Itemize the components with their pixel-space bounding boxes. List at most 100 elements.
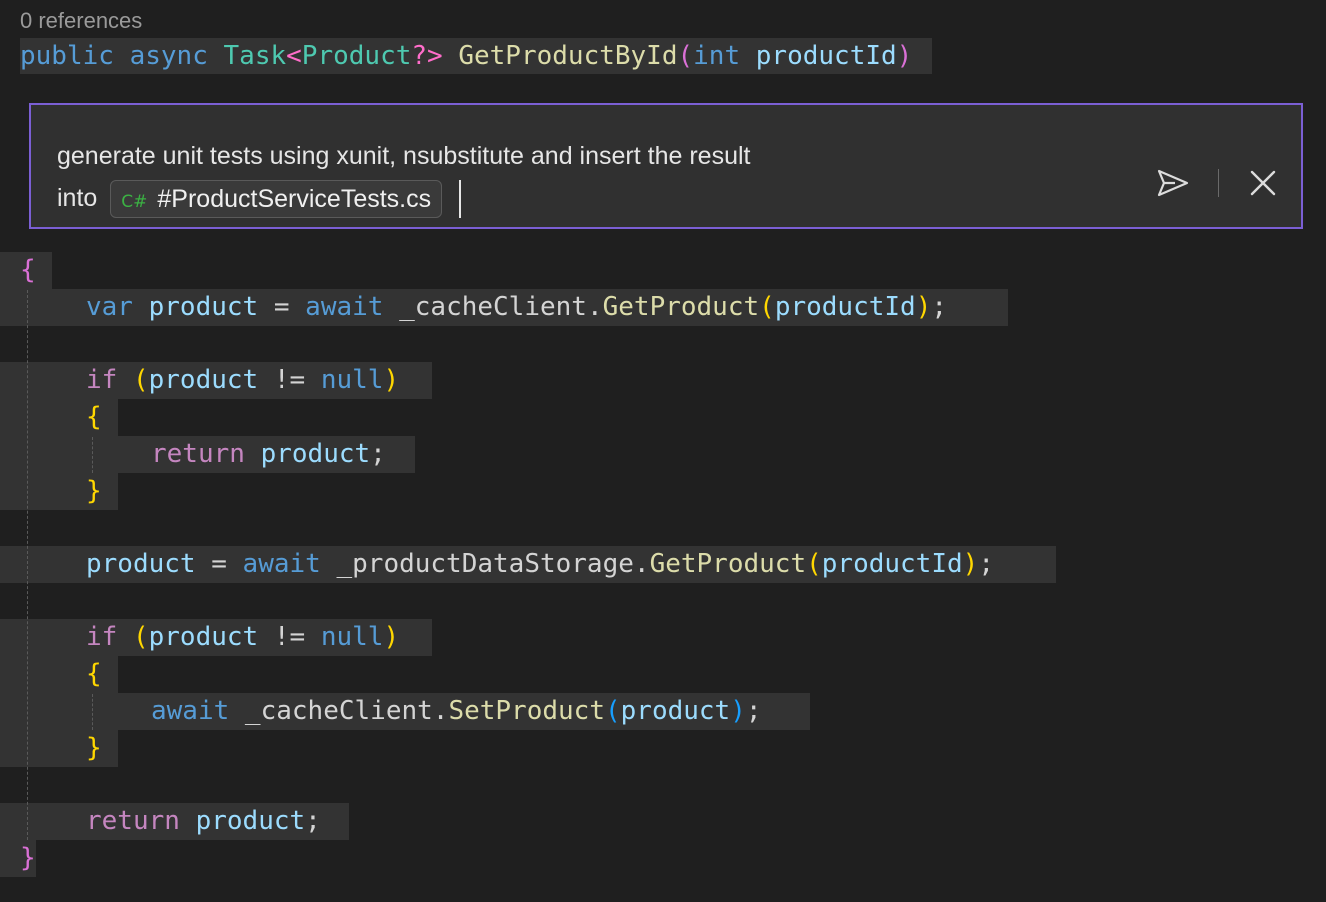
code-token bbox=[245, 439, 261, 469]
file-reference-label: #ProductServiceTests.cs bbox=[157, 185, 432, 214]
code-token: null bbox=[320, 365, 384, 395]
code-token: GetProductById bbox=[458, 41, 678, 71]
line-highlight bbox=[0, 546, 1056, 583]
code-token: public bbox=[20, 41, 114, 71]
code-token bbox=[443, 41, 459, 71]
code-line: product = await _productDataStorage.GetP… bbox=[86, 546, 994, 582]
code-token: ) bbox=[962, 549, 979, 579]
code-token: ( bbox=[132, 365, 149, 395]
code-token: await bbox=[151, 696, 230, 726]
code-token: { bbox=[86, 402, 102, 432]
code-token bbox=[117, 622, 133, 652]
inline-chat-panel: generate unit tests using xunit, nsubsti… bbox=[29, 103, 1303, 229]
code-token: product bbox=[148, 622, 259, 652]
code-token bbox=[208, 41, 224, 71]
text-cursor bbox=[459, 180, 462, 219]
code-token: ; bbox=[305, 806, 321, 836]
code-token: } bbox=[86, 476, 102, 506]
code-token: { bbox=[86, 659, 102, 689]
code-line: var product = await _cacheClient.GetProd… bbox=[86, 289, 947, 325]
method-signature: public async Task<Product?> GetProductBy… bbox=[20, 38, 933, 74]
code-token: ) bbox=[383, 365, 400, 395]
code-token: productId bbox=[821, 549, 963, 579]
code-token: _cacheClient. bbox=[383, 292, 603, 322]
code-token: ( bbox=[677, 41, 694, 71]
csharp-file-icon: C# bbox=[121, 192, 148, 213]
code-token: ( bbox=[806, 549, 822, 579]
indent-guide bbox=[92, 694, 93, 730]
code-token: != bbox=[258, 622, 321, 652]
indent-guide bbox=[92, 437, 93, 473]
close-icon bbox=[1250, 170, 1276, 196]
code-token bbox=[133, 292, 149, 322]
code-token: SetProduct bbox=[448, 696, 605, 726]
code-token: _cacheClient. bbox=[229, 696, 449, 726]
line-highlight bbox=[0, 803, 349, 840]
codelens-references[interactable]: 0 references bbox=[20, 8, 143, 33]
code-token: productId bbox=[774, 292, 916, 322]
code-token bbox=[740, 41, 756, 71]
code-token: ) bbox=[896, 41, 913, 71]
file-reference-chip[interactable]: C# #ProductServiceTests.cs bbox=[110, 180, 443, 219]
chat-prompt-line-1: generate unit tests using xunit, nsubsti… bbox=[57, 142, 751, 170]
chat-prompt-input[interactable]: generate unit tests using xunit, nsubsti… bbox=[57, 135, 937, 219]
code-token: async bbox=[129, 41, 208, 71]
code-line: } bbox=[86, 730, 102, 766]
code-token: ) bbox=[383, 622, 400, 652]
line-highlight bbox=[0, 362, 432, 399]
code-token: await bbox=[242, 549, 321, 579]
line-highlight bbox=[0, 399, 118, 436]
code-token: } bbox=[20, 843, 36, 873]
close-button[interactable] bbox=[1247, 167, 1279, 199]
code-line: } bbox=[20, 840, 36, 876]
code-token: _productDataStorage. bbox=[320, 549, 650, 579]
line-highlight bbox=[0, 656, 118, 693]
code-token: await bbox=[305, 292, 384, 322]
code-token: var bbox=[86, 292, 133, 322]
code-token: return bbox=[151, 439, 245, 469]
code-token: ; bbox=[370, 439, 386, 469]
code-token: = bbox=[195, 549, 243, 579]
code-token: ) bbox=[915, 292, 932, 322]
code-token: ) bbox=[730, 696, 746, 726]
code-token: product bbox=[260, 439, 371, 469]
code-token bbox=[114, 41, 130, 71]
send-icon bbox=[1157, 169, 1189, 197]
indent-guide bbox=[27, 290, 28, 840]
code-token: Product bbox=[301, 41, 412, 71]
code-token: ( bbox=[604, 696, 621, 726]
line-highlight bbox=[0, 840, 36, 877]
code-line: { bbox=[86, 399, 102, 435]
code-token: GetProduct bbox=[602, 292, 760, 322]
code-line: if (product != null) bbox=[86, 362, 399, 398]
code-line: { bbox=[20, 252, 36, 288]
code-token: < bbox=[286, 41, 302, 71]
code-token: ; bbox=[745, 696, 762, 726]
line-highlight bbox=[0, 436, 415, 473]
code-line: return product; bbox=[86, 803, 321, 839]
chat-prompt-into: into bbox=[57, 184, 98, 212]
code-token: } bbox=[86, 733, 102, 763]
line-highlight bbox=[0, 252, 52, 289]
code-token bbox=[117, 365, 133, 395]
code-token bbox=[180, 806, 196, 836]
line-highlight bbox=[0, 473, 118, 510]
code-token: if bbox=[86, 365, 118, 395]
code-token: Task bbox=[223, 41, 287, 71]
code-token: { bbox=[20, 255, 36, 285]
line-highlight bbox=[0, 693, 810, 730]
code-token: ; bbox=[931, 292, 948, 322]
code-token: ; bbox=[978, 549, 994, 579]
code-token: product bbox=[86, 549, 196, 579]
line-highlight bbox=[0, 289, 1008, 326]
code-token: int bbox=[693, 41, 741, 71]
code-token: return bbox=[86, 806, 180, 836]
code-token: ?> bbox=[411, 41, 443, 71]
send-button[interactable] bbox=[1155, 165, 1191, 201]
code-token: product bbox=[148, 365, 259, 395]
code-token: productId bbox=[755, 41, 897, 71]
line-highlight bbox=[0, 619, 432, 656]
code-token: product bbox=[148, 292, 259, 322]
code-line: { bbox=[86, 656, 102, 692]
code-token: GetProduct bbox=[649, 549, 807, 579]
